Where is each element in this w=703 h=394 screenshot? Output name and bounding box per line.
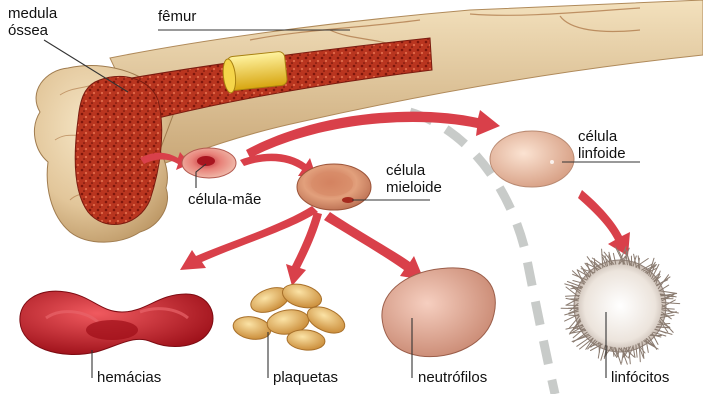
- label-plaquetas: plaquetas: [273, 369, 338, 386]
- lymphocyte-fringe-hair: [644, 341, 659, 349]
- lymphoid-cell: [490, 131, 574, 187]
- label-celula-linfoide: célula linfoide: [578, 128, 626, 162]
- label-linfocitos: linfócitos: [611, 369, 669, 386]
- lymphocyte-fringe-hair: [599, 342, 600, 352]
- label-celula-linfoide-line2: linfoide: [578, 145, 626, 162]
- label-celula-linfoide-line1: célula: [578, 128, 626, 145]
- neutrophil: [382, 268, 495, 357]
- lymphocyte: [561, 247, 680, 365]
- label-neutrofilos: neutrófilos: [418, 369, 487, 386]
- label-celula-mae: célula-mãe: [188, 191, 261, 208]
- label-medula-ossea: medula óssea: [8, 5, 57, 39]
- label-hemacias: hemácias: [97, 369, 161, 386]
- mother-cell: [182, 148, 236, 178]
- label-celula-mieloide-line1: célula: [386, 162, 442, 179]
- red-blood-cells: [20, 291, 213, 354]
- label-celula-mieloide-line2: mieloide: [386, 179, 442, 196]
- label-medula-ossea-line1: medula: [8, 5, 57, 22]
- platelets: [231, 280, 348, 351]
- label-celula-mieloide: célula mieloide: [386, 162, 442, 196]
- label-medula-ossea-line2: óssea: [8, 22, 57, 39]
- label-femur: fêmur: [158, 8, 196, 25]
- myeloid-cell: [297, 164, 371, 210]
